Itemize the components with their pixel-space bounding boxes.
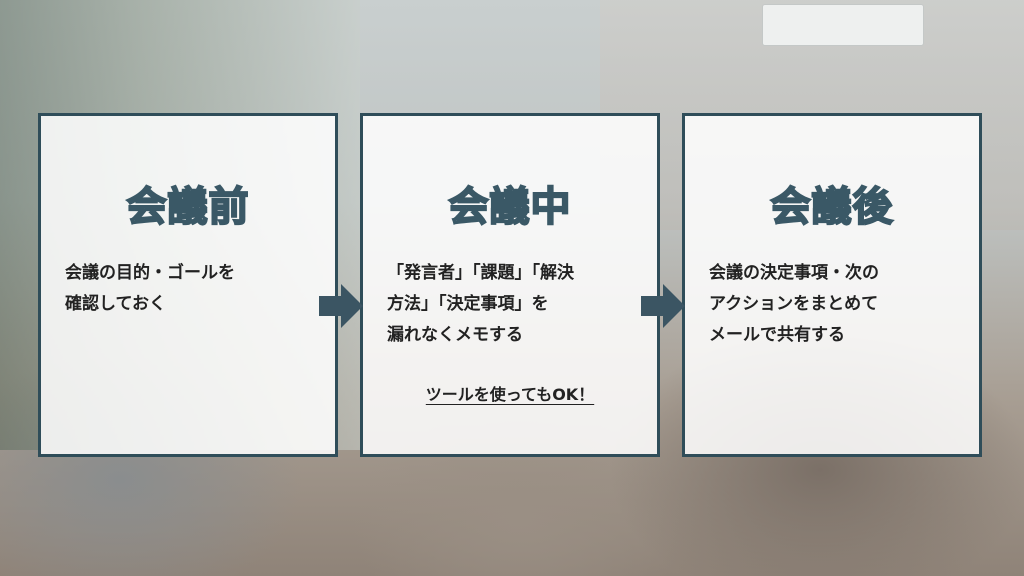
card-title: 会議後 xyxy=(770,183,894,231)
card-line: アクションをまとめて xyxy=(709,294,879,314)
card-body: 「発言者」「課題」「解決 方法」「決定事項」を 漏れなくメモする xyxy=(387,258,643,351)
card-line: 会議の目的・ゴールを xyxy=(65,263,235,283)
card-line: 会議の決定事項・次の xyxy=(709,263,879,283)
card-before-meeting: 会議前 会議の目的・ゴールを 確認しておく xyxy=(38,113,338,457)
arrow-right-icon xyxy=(319,284,363,328)
card-body: 会議の決定事項・次の アクションをまとめて メールで共有する xyxy=(709,258,965,351)
card-during-meeting: 会議中 「発言者」「課題」「解決 方法」「決定事項」を 漏れなくメモする ツール… xyxy=(360,113,660,457)
air-conditioner xyxy=(762,4,924,46)
card-title: 会議中 xyxy=(448,183,572,231)
tool-note: ツールを使ってもOK！ xyxy=(425,385,595,404)
card-line: 「発言者」「課題」「解決 xyxy=(387,263,574,283)
card-note: ツールを使ってもOK！ xyxy=(363,381,657,405)
card-line: メールで共有する xyxy=(709,325,845,345)
card-after-meeting: 会議後 会議の決定事項・次の アクションをまとめて メールで共有する xyxy=(682,113,982,457)
card-line: 確認しておく xyxy=(65,294,166,314)
card-line: 漏れなくメモする xyxy=(387,325,523,345)
card-body: 会議の目的・ゴールを 確認しておく xyxy=(65,258,321,320)
arrow-right-icon xyxy=(641,284,685,328)
card-title: 会議前 xyxy=(126,183,250,231)
card-line: 方法」「決定事項」を xyxy=(387,294,549,314)
